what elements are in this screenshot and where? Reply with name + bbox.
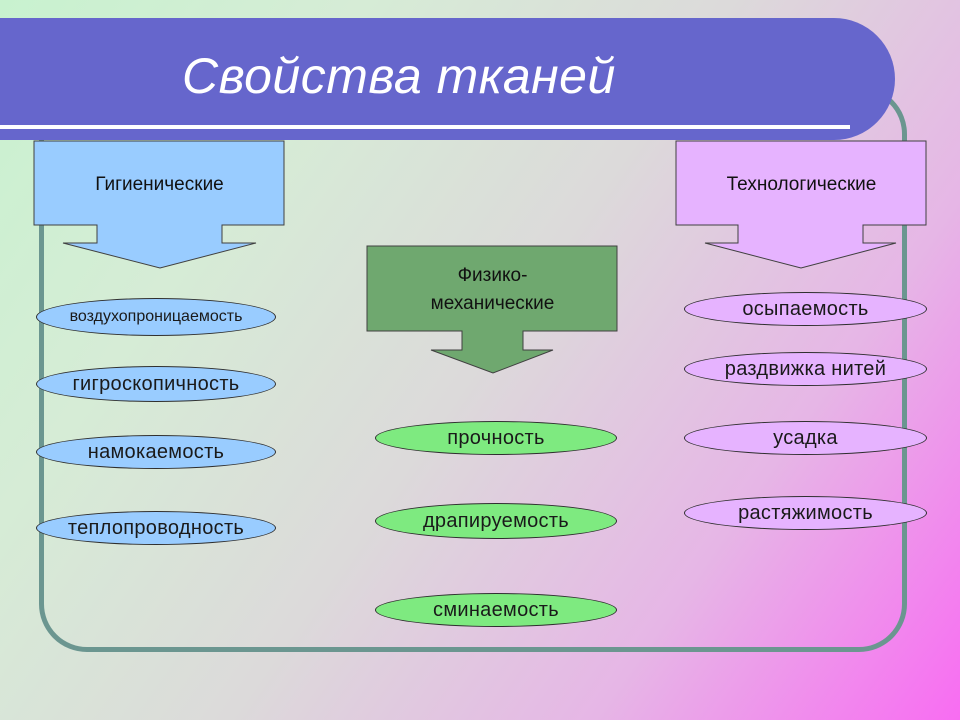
- hygienic-item-wettability: намокаемость: [36, 435, 276, 469]
- hygienic-item-hygroscopicity: гигроскопичность: [36, 366, 276, 402]
- category-hygienic-label: Гигиенические: [95, 174, 224, 195]
- physmech-item-strength: прочность: [375, 421, 617, 455]
- arrow-shape-physmech: [366, 245, 618, 374]
- technological-item-thread-slippage: раздвижка нитей: [684, 352, 927, 386]
- category-hygienic-arrow: Гигиенические: [33, 140, 285, 269]
- hygienic-item-thermal-conductivity: теплопроводность: [36, 511, 276, 545]
- hygienic-item-air-permeability: воздухопроницаемость: [36, 298, 276, 336]
- arrow-shape-technological: [675, 140, 927, 269]
- physmech-item-crease-tendency: сминаемость: [375, 593, 617, 627]
- category-physmech-arrow: Физико- механические: [366, 245, 618, 374]
- category-technological-label: Технологические: [726, 174, 877, 195]
- page-title: Свойства тканей: [182, 48, 616, 104]
- technological-item-fraying: осыпаемость: [684, 292, 927, 326]
- technological-item-stretchability: растяжимость: [684, 496, 927, 530]
- technological-item-shrinkage: усадка: [684, 421, 927, 455]
- category-physmech-label-line2: механические: [430, 293, 555, 314]
- title-banner: [0, 18, 895, 140]
- category-technological-arrow: Технологические: [675, 140, 927, 269]
- category-physmech-label-line1: Физико-: [457, 265, 528, 286]
- title-underline: [0, 125, 850, 129]
- arrow-shape-hygienic: [33, 140, 285, 269]
- physmech-item-drapability: драпируемость: [375, 503, 617, 539]
